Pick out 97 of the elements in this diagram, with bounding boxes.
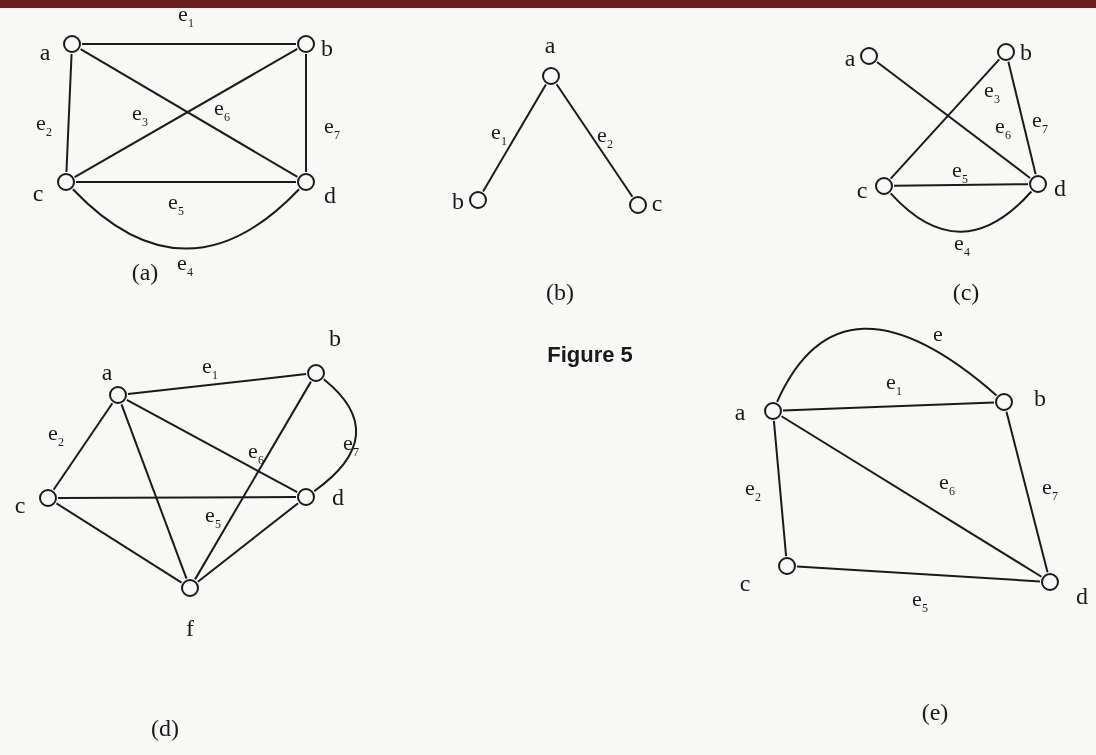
panel-caption: (d) — [151, 716, 179, 740]
vertex-label: d — [332, 485, 344, 509]
edge-line — [196, 502, 300, 583]
vertex-circle — [63, 35, 81, 53]
vertex-label: b — [452, 189, 464, 213]
edge-line — [55, 502, 183, 584]
vertex-label: a — [39, 40, 51, 64]
edge-line — [305, 53, 307, 173]
edge-label: e$_{4}$ — [954, 232, 970, 258]
figure-title: Figure 5 — [547, 344, 633, 366]
edge-label: e$_{2}$ — [48, 422, 64, 448]
edge-line — [482, 83, 547, 193]
vertex-circle — [860, 47, 878, 65]
vertex-circle — [995, 393, 1013, 411]
vertex-circle — [1029, 175, 1047, 193]
vertex-circle — [307, 364, 325, 382]
edge-label: e$_{2}$ — [597, 124, 613, 150]
edge-line — [75, 181, 297, 183]
edge-line — [65, 53, 73, 173]
edge-label: e$_{5}$ — [168, 191, 184, 217]
edge-label: e$_{7}$ — [1032, 109, 1048, 135]
edge-line — [772, 419, 788, 558]
edge-label: e$_{7}$ — [324, 115, 340, 141]
edge-label: e$_{5}$ — [205, 504, 221, 530]
edge-line — [875, 61, 1032, 179]
vertex-label: a — [101, 360, 113, 384]
panel-caption: (e) — [921, 700, 949, 724]
vertex-label: b — [321, 36, 333, 60]
vertex-circle — [875, 177, 893, 195]
vertex-circle — [109, 386, 127, 404]
edge-line — [889, 190, 1033, 233]
edge-label: e$_{2}$ — [36, 112, 52, 138]
vertex-label: b — [329, 326, 341, 350]
edge-label: e$_{7}$ — [1042, 476, 1058, 502]
vertex-circle — [57, 173, 75, 191]
edge-label: e$_{6}$ — [995, 115, 1011, 141]
edge-label: e$_{7}$ — [343, 432, 359, 458]
vertex-circle — [764, 402, 782, 420]
vertex-circle — [1041, 573, 1059, 591]
edge-label: e — [933, 323, 943, 345]
edge-label: e$_{3}$ — [984, 79, 1000, 105]
vertex-circle — [469, 191, 487, 209]
panel-caption: (c) — [952, 280, 980, 304]
edge-line — [126, 373, 308, 395]
vertex-label: c — [14, 493, 26, 517]
edge-line — [57, 496, 297, 499]
edge-line — [893, 183, 1029, 187]
edge-line — [71, 188, 301, 250]
edge-label: e$_{5}$ — [912, 588, 928, 614]
vertex-label: d — [1054, 176, 1066, 200]
edge-label: e$_{1}$ — [202, 355, 218, 381]
vertex-circle — [778, 557, 796, 575]
vertex-label: b — [1020, 40, 1032, 64]
edge-line — [194, 380, 312, 581]
edge-line — [782, 401, 995, 412]
edge-line — [796, 565, 1041, 583]
edge-line — [81, 43, 297, 45]
edge-label: e$_{1}$ — [491, 121, 507, 147]
edge-label: e$_{6}$ — [214, 97, 230, 123]
edge-line — [780, 415, 1043, 578]
edge-line — [313, 378, 357, 493]
vertex-circle — [629, 196, 647, 214]
edge-label: e$_{2}$ — [745, 477, 761, 503]
vertex-label: c — [739, 571, 751, 595]
edge-line — [120, 403, 188, 580]
edge-label: e$_{1}$ — [886, 371, 902, 397]
vertex-circle — [297, 488, 315, 506]
vertex-label: a — [844, 46, 856, 70]
edge-label: e$_{1}$ — [178, 3, 194, 29]
vertex-label: d — [1076, 584, 1088, 608]
vertex-circle — [542, 67, 560, 85]
edge-line — [555, 83, 634, 198]
vertex-circle — [297, 35, 315, 53]
edge-line — [889, 58, 1001, 180]
edge-label: e$_{3}$ — [132, 102, 148, 128]
vertex-label: c — [651, 191, 663, 215]
vertex-label: a — [734, 400, 746, 424]
edge-label: e$_{5}$ — [952, 159, 968, 185]
vertex-circle — [997, 43, 1015, 61]
vertex-label: a — [544, 33, 556, 57]
edge-line — [1005, 410, 1049, 574]
edge-label: e$_{4}$ — [177, 252, 193, 278]
vertex-circle — [297, 173, 315, 191]
edge-line — [1007, 60, 1037, 176]
vertex-label: b — [1034, 386, 1046, 410]
edge-label: e$_{6}$ — [939, 471, 955, 497]
panel-caption: (b) — [546, 280, 574, 304]
vertex-label: c — [32, 181, 44, 205]
edge-line — [776, 327, 998, 403]
vertex-label: f — [186, 616, 194, 640]
edge-line — [125, 398, 299, 494]
panel-caption: (a) — [131, 260, 159, 284]
vertex-label: c — [856, 178, 868, 202]
vertex-circle — [39, 489, 57, 507]
vertex-label: d — [324, 183, 336, 207]
vertex-circle — [181, 579, 199, 597]
edge-line — [52, 402, 114, 491]
